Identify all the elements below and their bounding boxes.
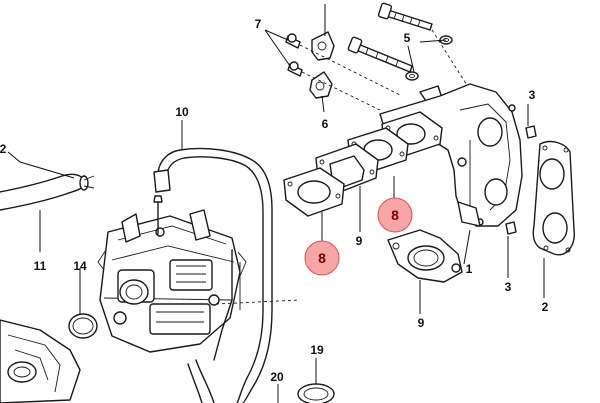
screws-7: [285, 33, 303, 77]
label-3-bottom: 3: [505, 280, 512, 294]
label-1: 1: [466, 262, 473, 276]
label-10: 10: [175, 105, 189, 119]
bolt-lower: [347, 36, 413, 73]
air-intake-housing: [0, 319, 81, 403]
leader-lines: [7, 4, 545, 403]
label-2-right: 2: [542, 300, 549, 314]
gasket-lower: [283, 167, 345, 217]
label-20: 20: [270, 370, 284, 384]
label-5: 5: [404, 31, 411, 45]
callout-8-right-text: 8: [391, 207, 399, 223]
washers-5: [405, 35, 453, 81]
label-14: 14: [73, 259, 87, 273]
o-ring-14: [68, 313, 98, 339]
carburetor: [97, 195, 247, 361]
callout-labels: 7 5 6 10 2 11 14 3 1 3 2 9 9 19 20: [0, 17, 549, 384]
callout-circle: [305, 241, 339, 275]
label-2-left: 2: [0, 142, 7, 156]
label-11: 11: [34, 259, 47, 273]
spacer-9-lower: [387, 229, 463, 283]
clip-6: [309, 71, 333, 99]
highlight-callout-8-left[interactable]: 8: [304, 240, 340, 276]
callout-circle-ring: [377, 197, 413, 233]
dashed-alignment-lines: [215, 29, 471, 305]
callout-circle-ring: [304, 240, 340, 276]
label-3-top: 3: [529, 88, 536, 102]
highlight-callout-8-right[interactable]: 8: [377, 197, 413, 233]
bolt-upper: [377, 2, 433, 31]
callout-circle: [378, 198, 412, 232]
label-9-low: 9: [418, 316, 425, 330]
dowel-pins-3: [505, 125, 537, 235]
label-6: 6: [322, 117, 329, 131]
label-9-mid: 9: [356, 234, 363, 248]
callout-8-left-text: 8: [318, 250, 326, 266]
hose-left: [0, 173, 95, 211]
label-7: 7: [255, 17, 262, 31]
ring-19: [297, 383, 335, 403]
clip-upper: [311, 31, 335, 61]
fuel-hose-10: [153, 147, 273, 403]
gasket-2: [532, 140, 575, 256]
label-19: 19: [310, 343, 324, 357]
